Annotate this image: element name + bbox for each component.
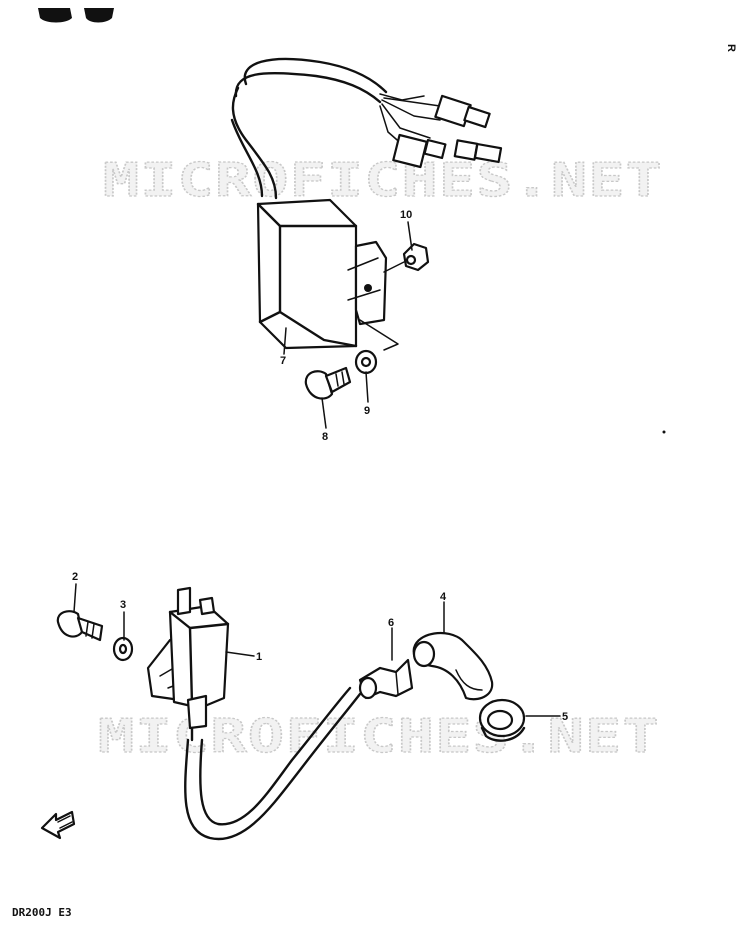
front-direction-arrow-icon bbox=[40, 810, 76, 840]
callout-1: 1 bbox=[256, 651, 262, 663]
callout-10: 10 bbox=[400, 209, 412, 221]
callout-5: 5 bbox=[562, 711, 568, 723]
callout-8: 8 bbox=[322, 431, 328, 443]
callout-9: 9 bbox=[364, 405, 370, 417]
cdi-unit-part-7 bbox=[230, 57, 503, 351]
watermark-upper: MICROFICHES.NET bbox=[103, 153, 663, 207]
callout-7: 7 bbox=[280, 355, 286, 367]
bolt-part-8 bbox=[304, 366, 352, 400]
resistor-cap-part-6 bbox=[358, 658, 414, 700]
page-artifact-blob bbox=[38, 8, 114, 23]
bolt-part-2 bbox=[56, 610, 104, 642]
washer-part-9 bbox=[354, 349, 378, 375]
stray-dot bbox=[662, 430, 666, 434]
model-code-label: DR200J E3 bbox=[12, 906, 72, 919]
leader-lines bbox=[73, 221, 561, 717]
ignition-coil-part-1 bbox=[146, 586, 362, 841]
callout-6: 6 bbox=[388, 617, 394, 629]
callout-4: 4 bbox=[440, 591, 447, 603]
callout-2: 2 bbox=[72, 571, 78, 583]
callout-3: 3 bbox=[120, 599, 126, 611]
nut-part-10 bbox=[383, 242, 430, 273]
corner-mark: R bbox=[725, 44, 737, 52]
watermark-lower: MICROFICHES.NET bbox=[98, 709, 660, 763]
washer-part-3 bbox=[112, 636, 134, 662]
spark-plug-cap-part-4 bbox=[412, 632, 494, 701]
seal-part-5 bbox=[478, 698, 526, 742]
